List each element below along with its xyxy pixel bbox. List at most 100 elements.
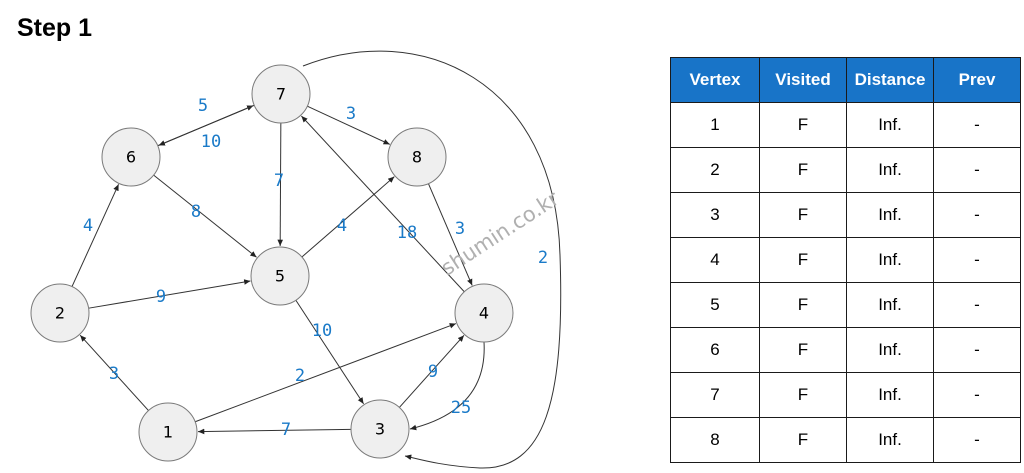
edge-weight-1-4: 2 bbox=[295, 366, 305, 386]
node-8: 8 bbox=[387, 127, 447, 187]
node-label: 4 bbox=[479, 304, 489, 323]
edge-7-8 bbox=[307, 105, 390, 145]
node-2: 2 bbox=[30, 283, 90, 343]
step-title: Step 1 bbox=[17, 14, 93, 42]
table-cell: 1 bbox=[670, 102, 760, 148]
table-cell: - bbox=[933, 282, 1021, 328]
column-header-distance: Distance bbox=[846, 57, 934, 103]
edge-4-7 bbox=[301, 115, 465, 293]
edge-6-5 bbox=[153, 174, 257, 258]
edge-weight-4-7: 18 bbox=[397, 223, 417, 243]
edge-2-5 bbox=[88, 279, 251, 309]
edge-weight-2-6: 4 bbox=[83, 216, 93, 236]
edge-3-1 bbox=[197, 428, 352, 435]
edge-8-4 bbox=[427, 183, 473, 286]
table-cell: - bbox=[933, 147, 1021, 193]
table-cell: F bbox=[759, 282, 847, 328]
table-cell: F bbox=[759, 102, 847, 148]
node-5: 5 bbox=[250, 246, 310, 306]
node-circle bbox=[454, 283, 514, 343]
column-header-prev: Prev bbox=[933, 57, 1021, 103]
table-cell: F bbox=[759, 327, 847, 373]
edge-5-8 bbox=[301, 176, 395, 258]
table-cell: Inf. bbox=[846, 372, 934, 418]
table-cell: 4 bbox=[670, 237, 760, 283]
edge-7-3 bbox=[302, 50, 562, 469]
table-cell: 8 bbox=[670, 417, 760, 463]
node-6: 6 bbox=[101, 127, 161, 187]
table-cell: - bbox=[933, 327, 1021, 373]
node-circle bbox=[30, 283, 90, 343]
node-circle bbox=[251, 64, 311, 124]
edge-weight-8-4: 3 bbox=[455, 219, 465, 239]
node-label: 8 bbox=[412, 148, 422, 167]
edge-7-6 bbox=[158, 104, 255, 146]
table-cell: F bbox=[759, 417, 847, 463]
table-cell: Inf. bbox=[846, 237, 934, 283]
edge-weight-3-1: 7 bbox=[281, 420, 291, 440]
edge-1-2 bbox=[79, 334, 149, 411]
node-circle bbox=[101, 127, 161, 187]
edge-weight-7-5: 7 bbox=[274, 171, 284, 191]
table-cell: F bbox=[759, 192, 847, 238]
edge-3-4 bbox=[398, 335, 465, 408]
edge-weight-4-3: 25 bbox=[451, 398, 471, 418]
edge-2-6 bbox=[71, 184, 120, 287]
node-label: 5 bbox=[275, 267, 285, 286]
node-label: 7 bbox=[276, 85, 286, 104]
edge-weight-6-7: 10 bbox=[201, 132, 221, 152]
table-cell: - bbox=[933, 192, 1021, 238]
table-cell: Inf. bbox=[846, 417, 934, 463]
table-cell: F bbox=[759, 372, 847, 418]
table-cell: 3 bbox=[670, 192, 760, 238]
table-cell: - bbox=[933, 417, 1021, 463]
table-cell: 5 bbox=[670, 282, 760, 328]
node-label: 2 bbox=[55, 304, 65, 323]
node-1: 1 bbox=[138, 402, 198, 462]
edge-weight-1-2: 3 bbox=[109, 364, 119, 384]
table-cell: F bbox=[759, 237, 847, 283]
table-cell: 2 bbox=[670, 147, 760, 193]
node-label: 3 bbox=[375, 420, 385, 439]
table-cell: Inf. bbox=[846, 147, 934, 193]
table-cell: Inf. bbox=[846, 327, 934, 373]
table-cell: F bbox=[759, 147, 847, 193]
edge-weight-2-5: 9 bbox=[156, 287, 166, 307]
column-header-visited: Visited bbox=[759, 57, 847, 103]
table-cell: - bbox=[933, 372, 1021, 418]
table-cell: Inf. bbox=[846, 102, 934, 148]
edge-5-3 bbox=[295, 300, 365, 405]
table-cell: - bbox=[933, 102, 1021, 148]
node-3: 3 bbox=[350, 399, 410, 459]
edge-weight-7-6: 5 bbox=[198, 96, 208, 116]
table-cell: - bbox=[933, 237, 1021, 283]
node-label: 1 bbox=[163, 423, 173, 442]
node-circle bbox=[250, 246, 310, 306]
edge-weight-6-5: 8 bbox=[191, 202, 201, 222]
edge-weight-3-4: 9 bbox=[428, 362, 438, 382]
edge-1-4 bbox=[194, 323, 457, 423]
node-circle bbox=[350, 399, 410, 459]
table-cell: 6 bbox=[670, 327, 760, 373]
table-cell: 7 bbox=[670, 372, 760, 418]
node-4: 4 bbox=[454, 283, 514, 343]
table-cell: Inf. bbox=[846, 282, 934, 328]
table-cell: Inf. bbox=[846, 192, 934, 238]
edge-4-3 bbox=[409, 341, 485, 431]
column-header-vertex: Vertex bbox=[670, 57, 760, 103]
edge-weight-7-3: 2 bbox=[538, 248, 548, 268]
node-7: 7 bbox=[251, 64, 311, 124]
edge-weight-7-8: 3 bbox=[346, 104, 356, 124]
node-circle bbox=[387, 127, 447, 187]
